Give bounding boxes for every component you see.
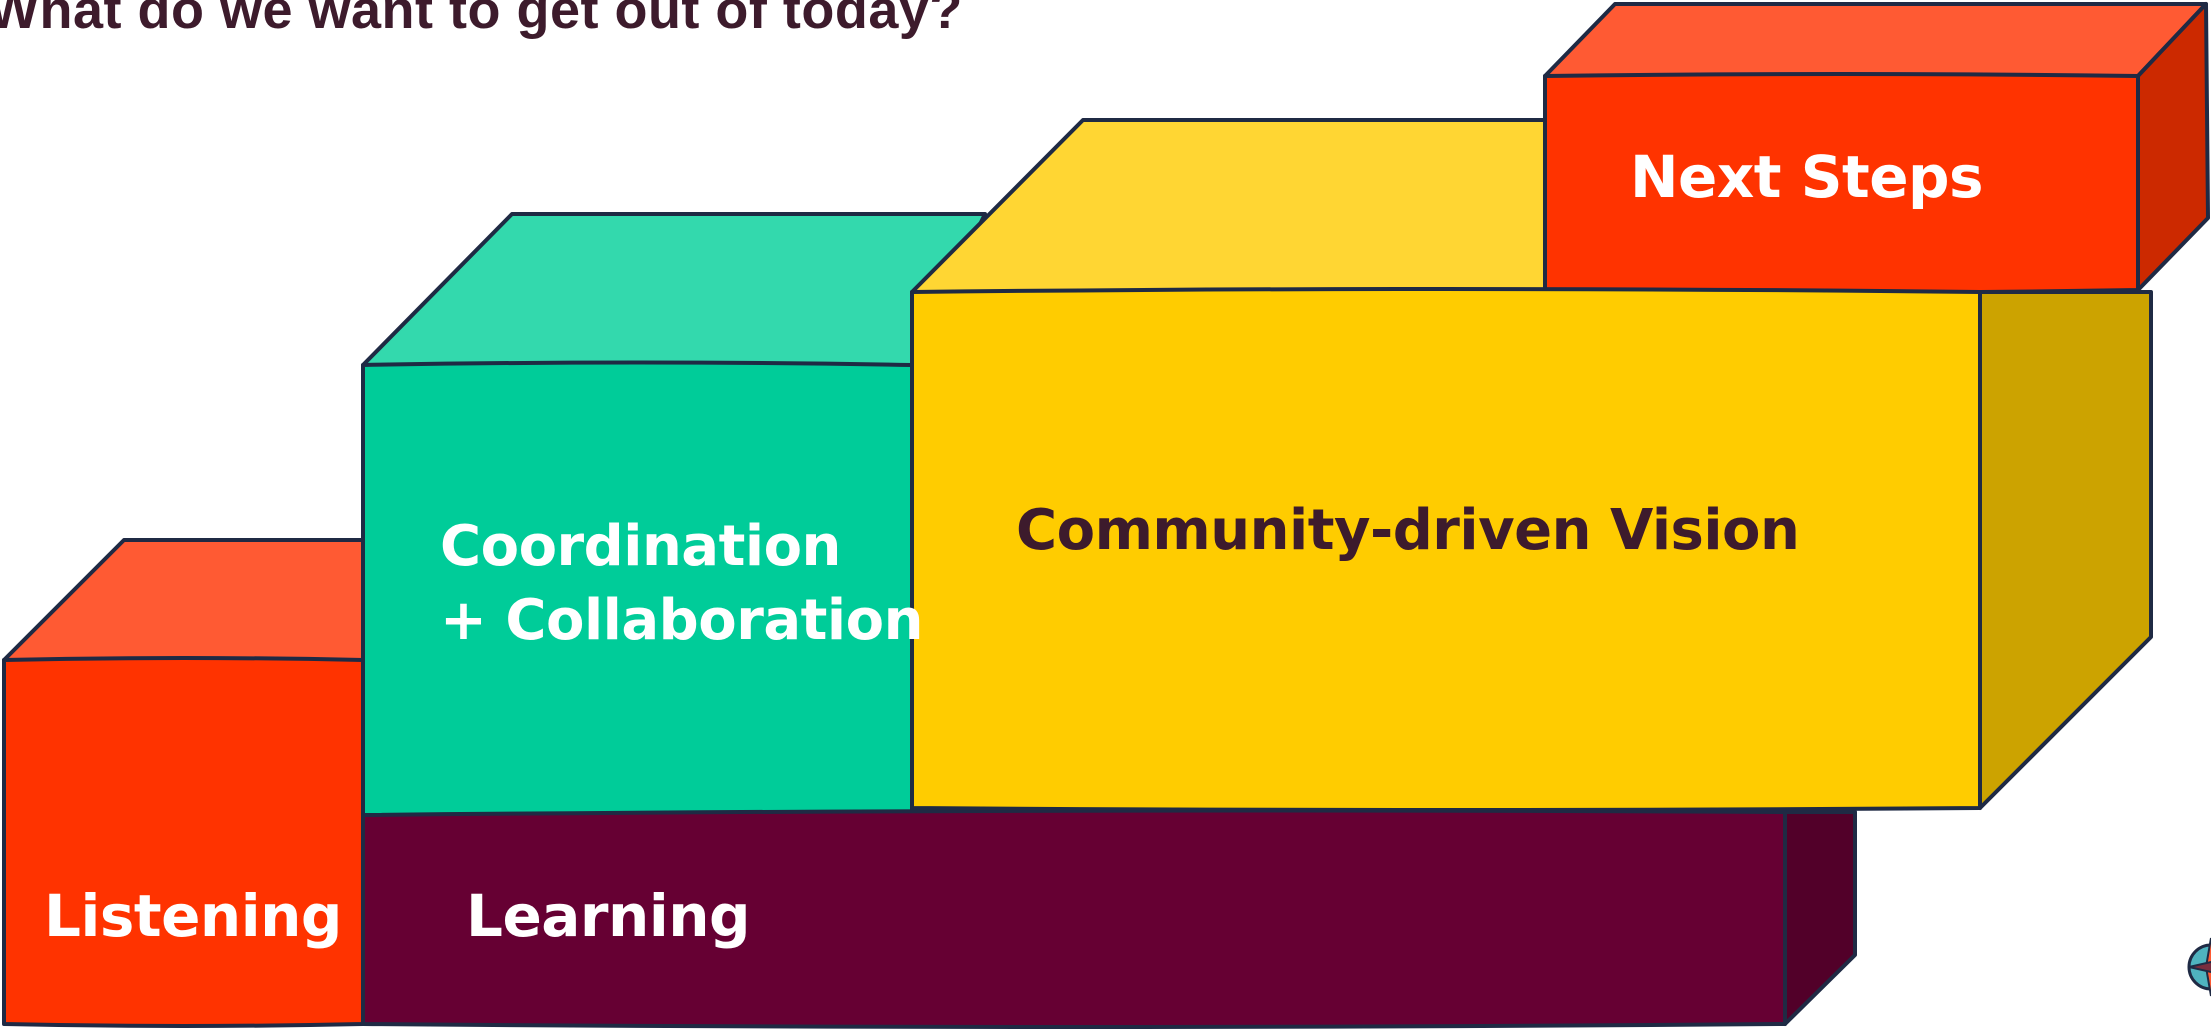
coordination-label-line2: + Collaboration (440, 588, 923, 653)
learning-block (361, 808, 1857, 1029)
next-steps-block (1543, 2, 2210, 295)
page-title: What do we want to get out of today? (0, 0, 963, 40)
coordination-block (361, 212, 987, 819)
compass-logo-icon (2187, 937, 2211, 997)
coordination-block-top (361, 212, 987, 367)
community-block (910, 118, 2153, 812)
learning-block-side (1783, 810, 1857, 1026)
community-label: Community-driven Vision (1016, 498, 1800, 563)
learning-label: Learning (466, 882, 751, 950)
listening-block (2, 538, 365, 1028)
next-steps-block-top (1543, 2, 2208, 78)
next-steps-label: Next Steps (1630, 143, 1984, 211)
coordination-label-line1: Coordination (440, 514, 841, 579)
listening-label: Listening (44, 882, 342, 950)
learning-block-front (361, 808, 1787, 1029)
community-block-top (910, 118, 1547, 294)
listening-block-front (2, 656, 365, 1028)
community-block-side (1978, 290, 2153, 810)
coordination-label: Coordination + Collaboration (440, 510, 923, 658)
listening-block-top (2, 538, 365, 662)
